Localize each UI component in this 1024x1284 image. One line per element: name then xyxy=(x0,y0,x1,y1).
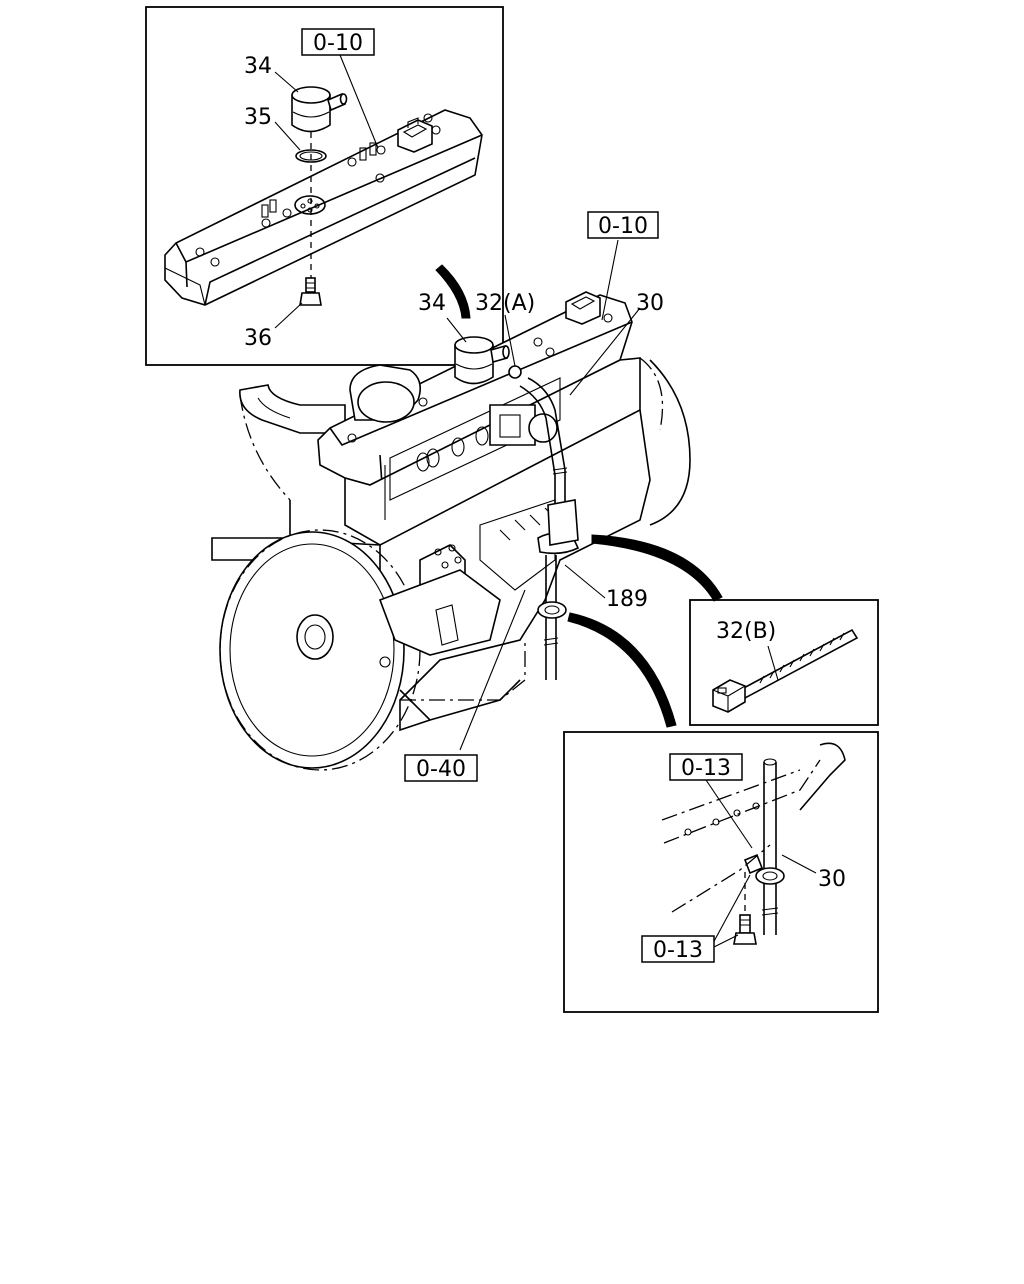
main-reference-box-bottom xyxy=(404,754,478,782)
inset3-reference-box-bottom xyxy=(641,935,715,963)
inset3-reference-box-top xyxy=(669,753,743,781)
oil-level-gauge-tube-30 xyxy=(508,365,580,680)
callout-32a: 32(A) xyxy=(475,291,535,316)
inset3-reference-label-top: 0-13 xyxy=(681,756,731,781)
main-reference-label-top: 0-10 xyxy=(598,214,648,239)
inset-oil-pan-bracket: 0-13 30 0-13 xyxy=(563,731,879,1013)
engine-main-drawing xyxy=(211,291,691,771)
callout-30-inset: 30 xyxy=(818,867,846,892)
inset-cable-tie: 32(B) xyxy=(689,599,879,726)
inset-frame-cable-tie xyxy=(689,599,879,726)
inset-rocker-cover: 0-10 34 35 36 xyxy=(145,6,504,366)
inset-frame-oil-pan xyxy=(563,731,879,1013)
rocker-cover-drawing xyxy=(164,109,483,306)
callout-36: 36 xyxy=(244,326,272,351)
detail-arrow-top xyxy=(435,264,471,319)
inset1-reference-label: 0-10 xyxy=(313,31,363,56)
detail-arrow-bracket xyxy=(567,612,677,728)
detail-arrow-clip xyxy=(591,534,723,602)
main-reference-box-top xyxy=(587,211,659,239)
breather-part-34-main xyxy=(454,336,510,385)
inset1-reference-box xyxy=(301,28,375,56)
callout-34-inset: 34 xyxy=(244,54,272,79)
callout-189: 189 xyxy=(606,587,648,612)
callout-32b: 32(B) xyxy=(716,619,776,644)
cable-tie-32b xyxy=(712,628,859,713)
bolt-36 xyxy=(299,277,322,306)
main-reference-label-bottom: 0-40 xyxy=(416,757,466,782)
flywheel-housing xyxy=(211,529,421,771)
callout-34-main: 34 xyxy=(418,291,446,316)
callout-30-main: 30 xyxy=(636,291,664,316)
o-ring-35 xyxy=(295,149,327,163)
callout-35: 35 xyxy=(244,105,272,130)
inset3-reference-label-bottom: 0-13 xyxy=(653,938,703,963)
breather-part-34-inset xyxy=(291,86,348,133)
inset-frame-top-left xyxy=(145,6,504,366)
injection-pump xyxy=(378,499,556,656)
